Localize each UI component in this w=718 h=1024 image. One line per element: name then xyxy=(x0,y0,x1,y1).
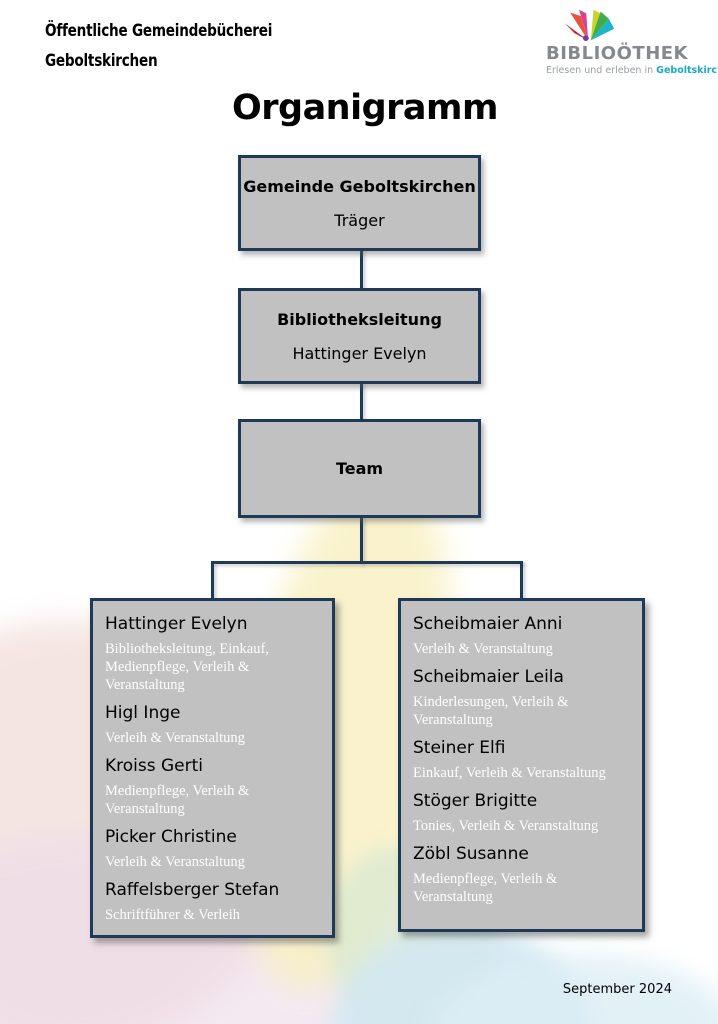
connector-left-branch xyxy=(211,561,214,600)
logo-wordmark-o-glyph: Ö xyxy=(616,43,633,64)
member-roles: Verleih & Veranstaltung xyxy=(105,854,245,870)
org-node-title: Gemeinde Geboltskirchen xyxy=(243,176,476,196)
member-roles: Medienpflege, Verleih & Veranstaltung xyxy=(105,783,250,817)
team-box-right: Scheibmaier Anni Verleih & Veranstaltung… xyxy=(398,598,645,932)
logo-tagline: Erlesen und erleben in Geboltskirchen xyxy=(546,64,718,77)
member-name: Higl Inge xyxy=(105,703,181,723)
member-name: Raffelsberger Stefan xyxy=(105,880,280,900)
member-name: Stöger Brigitte xyxy=(413,791,538,811)
team-member: Kroiss Gerti Medienpflege, Verleih & Ver… xyxy=(105,755,320,818)
team-member: Scheibmaier Leila Kinderlesungen, Verlei… xyxy=(413,666,630,729)
team-member: Hattinger Evelyn Bibliotheksleitung, Ein… xyxy=(105,613,320,694)
butterfly-icon xyxy=(564,9,615,42)
member-roles: Schriftführer & Verleih xyxy=(105,907,241,923)
team-member: Steiner Elfi Einkauf, Verleih & Veransta… xyxy=(413,737,630,782)
organisation-name-line2: Geboltskirchen xyxy=(45,51,158,71)
library-logo: BIBLIOÖTHEK Erlesen und erleben in Gebol… xyxy=(546,8,718,77)
org-node-title: Team xyxy=(335,459,384,478)
logo-wordmark-prefix: BIBLIO xyxy=(546,43,617,64)
connector-leitung-team xyxy=(360,382,363,421)
team-member: Stöger Brigitte Tonies, Verleih & Verans… xyxy=(413,790,630,835)
member-name: Hattinger Evelyn xyxy=(105,614,248,634)
member-roles: Einkauf, Verleih & Veranstaltung xyxy=(413,765,606,781)
team-member: Raffelsberger Stefan Schriftführer & Ver… xyxy=(105,879,320,924)
connector-horizontal-bar xyxy=(211,561,523,564)
member-name: Steiner Elfi xyxy=(413,738,506,758)
connector-traeger-leitung xyxy=(360,249,363,290)
org-node-team: Team xyxy=(238,419,481,518)
member-roles: Bibliotheksleitung, Einkauf, Medienpfleg… xyxy=(105,641,269,693)
member-roles: Verleih & Veranstaltung xyxy=(413,641,553,657)
organisation-name: Öffentliche Gemeindebücherei Geboltskirc… xyxy=(45,16,329,76)
member-name: Scheibmaier Leila xyxy=(413,667,564,687)
org-node-subtitle: Träger xyxy=(334,210,385,230)
team-member: Scheibmaier Anni Verleih & Veranstaltung xyxy=(413,613,630,658)
page-title: Organigramm xyxy=(232,88,498,128)
member-roles: Tonies, Verleih & Veranstaltung xyxy=(413,818,599,834)
org-node-bibliotheksleitung: Bibliotheksleitung Hattinger Evelyn xyxy=(238,288,481,384)
connector-team-stem xyxy=(360,516,363,564)
member-name: Picker Christine xyxy=(105,827,237,847)
member-name: Scheibmaier Anni xyxy=(413,614,563,634)
logo-tagline-text: Erlesen und erleben in xyxy=(546,65,657,76)
member-roles: Medienpflege, Verleih & Veranstaltung xyxy=(413,871,558,905)
member-roles: Kinderlesungen, Verleih & Veranstaltung xyxy=(413,694,569,728)
document-date: September 2024 xyxy=(562,982,672,997)
logo-wordmark-suffix: THEK xyxy=(632,43,689,64)
connector-right-branch xyxy=(520,561,523,600)
logo-tagline-highlight: Geboltskirchen xyxy=(656,65,718,76)
member-roles: Verleih & Veranstaltung xyxy=(105,730,245,746)
org-node-subtitle: Hattinger Evelyn xyxy=(292,343,427,363)
team-box-left: Hattinger Evelyn Bibliotheksleitung, Ein… xyxy=(90,598,335,938)
member-name: Zöbl Susanne xyxy=(413,844,529,864)
member-name: Kroiss Gerti xyxy=(105,756,204,776)
team-member: Zöbl Susanne Medienpflege, Verleih & Ver… xyxy=(413,843,630,906)
team-member: Higl Inge Verleih & Veranstaltung xyxy=(105,702,320,747)
logo-wordmark: BIBLIOÖTHEK xyxy=(546,43,689,64)
org-node-traeger: Gemeinde Geboltskirchen Träger xyxy=(238,155,481,251)
organisation-name-line1: Öffentliche Gemeindebücherei xyxy=(45,21,273,41)
org-node-title: Bibliotheksleitung xyxy=(277,309,442,329)
team-member: Picker Christine Verleih & Veranstaltung xyxy=(105,826,320,871)
